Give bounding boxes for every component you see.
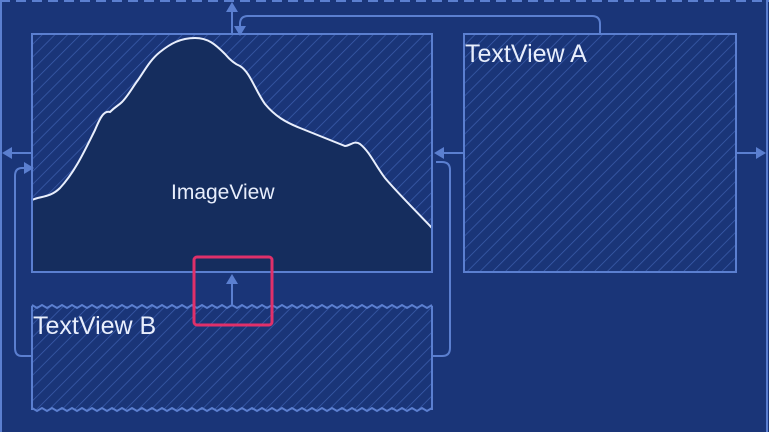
arrow-up-icon <box>226 2 238 12</box>
text-view-a[interactable] <box>463 33 737 273</box>
textview-b-right-constraint <box>432 161 451 357</box>
mountain-shape <box>32 36 432 272</box>
arrow-right-icon <box>24 162 34 174</box>
highlight-box <box>192 255 274 327</box>
constraints <box>2 2 766 357</box>
arrow-right-icon <box>756 147 766 159</box>
textview-a-top-constraint <box>239 15 601 34</box>
image-view[interactable] <box>31 33 433 273</box>
zigzag-bottom-edge <box>31 406 433 413</box>
arrow-left-icon <box>2 147 12 159</box>
arrow-left-icon <box>434 147 444 159</box>
text-view-b[interactable] <box>31 303 433 413</box>
text-view-b-label: TextView B <box>33 312 157 340</box>
arrow-up-icon <box>226 274 238 284</box>
text-view-a-label: TextView A <box>465 40 587 68</box>
arrow-down-icon <box>234 26 246 36</box>
image-view-label: ImageView <box>171 181 275 204</box>
textview-b-left-constraint <box>14 167 32 357</box>
